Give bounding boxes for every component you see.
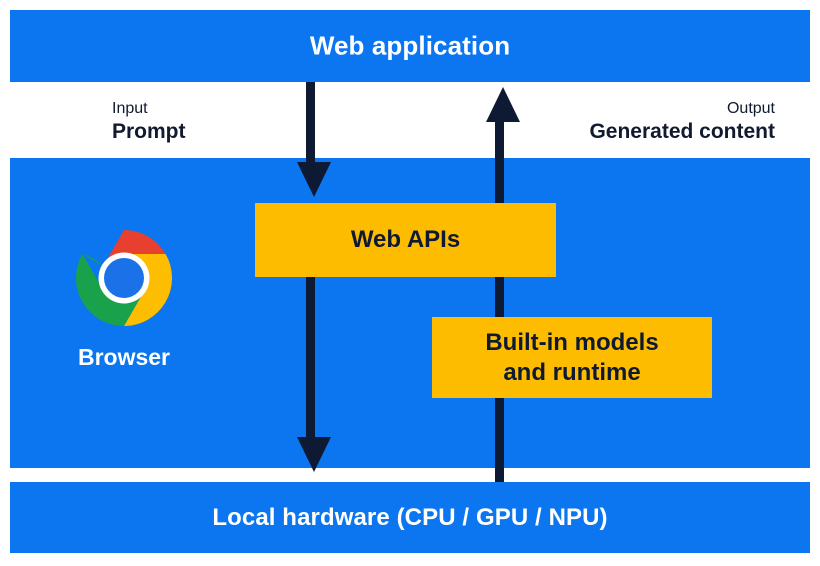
band-local-hardware-label: Local hardware (CPU / GPU / NPU) <box>212 503 608 531</box>
arrow-output-head <box>486 87 520 122</box>
arrow-input-head-upper <box>297 162 331 197</box>
flow-input-value: Prompt <box>112 119 186 143</box>
browser-caption-label: Browser <box>77 344 171 370</box>
arrow-input-shaft-upper <box>306 82 315 168</box>
band-local-hardware: Local hardware (CPU / GPU / NPU) <box>10 482 810 553</box>
box-web-apis-label: Web APIs <box>350 226 461 254</box>
arrow-input-shaft-lower <box>306 277 315 442</box>
flow-output-kind: Output <box>726 100 775 117</box>
browser-group: Browser <box>70 228 178 371</box>
band-web-application: Web application <box>10 10 810 82</box>
flow-output-value: Generated content <box>589 119 775 143</box>
flow-label-output: Output Generated content <box>589 99 775 144</box>
arrow-output-shaft <box>495 120 504 488</box>
band-web-application-label: Web application <box>309 30 511 61</box>
flow-label-input: Input Prompt <box>112 99 186 144</box>
chrome-logo-icon <box>75 229 173 326</box>
box-web-apis[interactable]: Web APIs <box>255 203 556 277</box>
arrow-input-head-lower <box>297 437 331 472</box>
flow-input-kind: Input <box>112 100 148 117</box>
